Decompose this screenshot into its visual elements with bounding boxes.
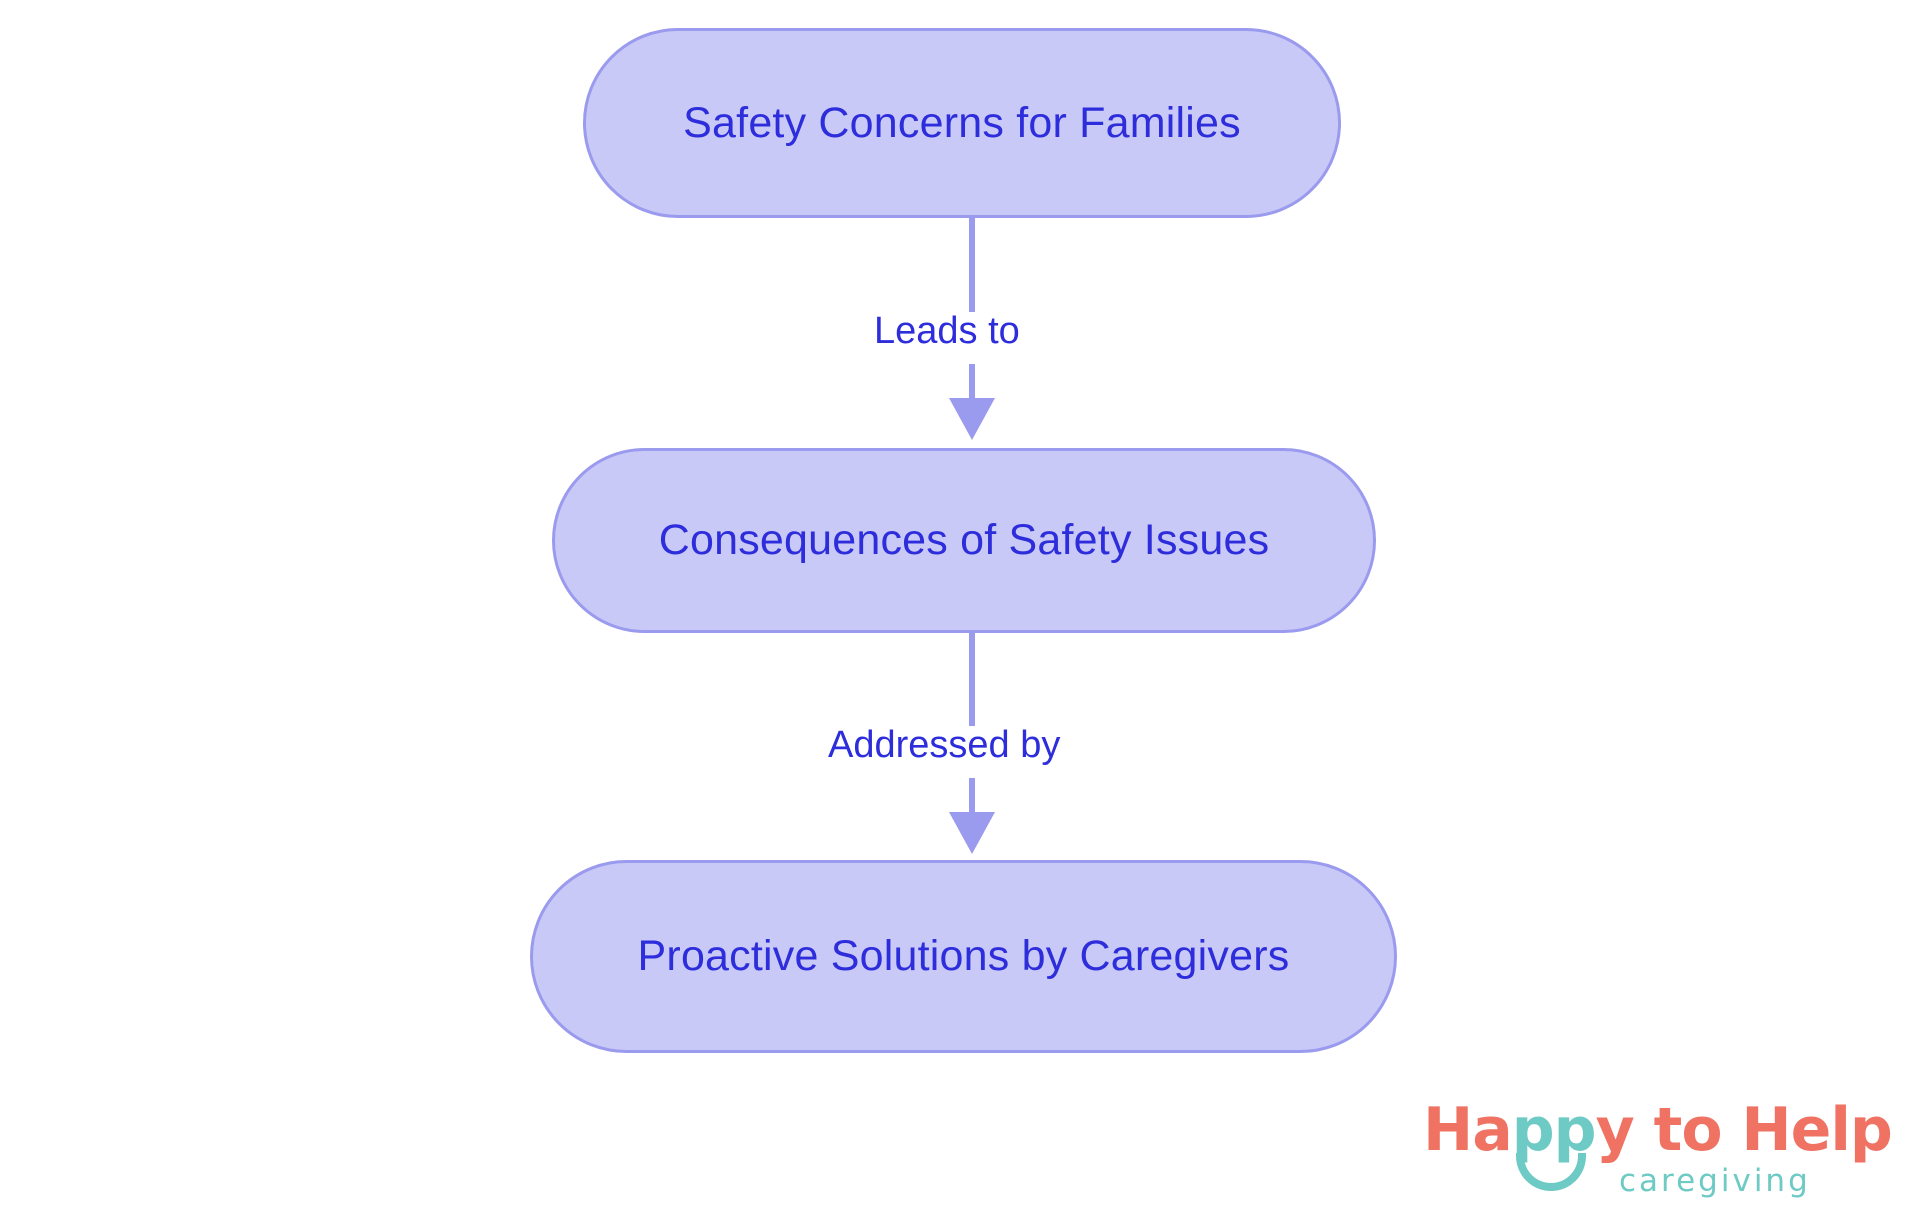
flow-node-label: Safety Concerns for Families [683, 98, 1241, 147]
edge-1-arrowhead-icon [949, 398, 995, 440]
logo-tagline: caregiving [1619, 1163, 1811, 1199]
edge-2-line-lower [969, 778, 975, 812]
flow-node-label: Proactive Solutions by Caregivers [637, 932, 1290, 980]
edge-1-line-lower [969, 364, 975, 398]
edge-2-arrowhead-icon [949, 812, 995, 854]
edge-1-label: Leads to [864, 312, 1030, 350]
edge-2-line-upper [969, 630, 975, 728]
logo-words-to-help: to Help [1633, 1095, 1893, 1165]
flow-node-consequences[interactable]: Consequences of Safety Issues [552, 448, 1376, 633]
logo-wordmark: Happy to Help [1423, 1100, 1893, 1160]
brand-logo: Happy to Help caregiving [1423, 1100, 1893, 1210]
edge-2-label: Addressed by [818, 726, 1071, 764]
edge-1-line-upper [969, 215, 975, 313]
flow-node-proactive-solutions[interactable]: Proactive Solutions by Caregivers [530, 860, 1397, 1053]
smile-arc-icon [1516, 1153, 1586, 1191]
logo-letter-y: y [1595, 1095, 1635, 1165]
flow-node-safety-concerns[interactable]: Safety Concerns for Families [583, 28, 1341, 218]
logo-letter-a: a [1472, 1095, 1512, 1165]
logo-letters-pp: pp [1511, 1095, 1597, 1165]
logo-letter-h: H [1423, 1095, 1473, 1165]
flow-node-label: Consequences of Safety Issues [658, 516, 1270, 564]
